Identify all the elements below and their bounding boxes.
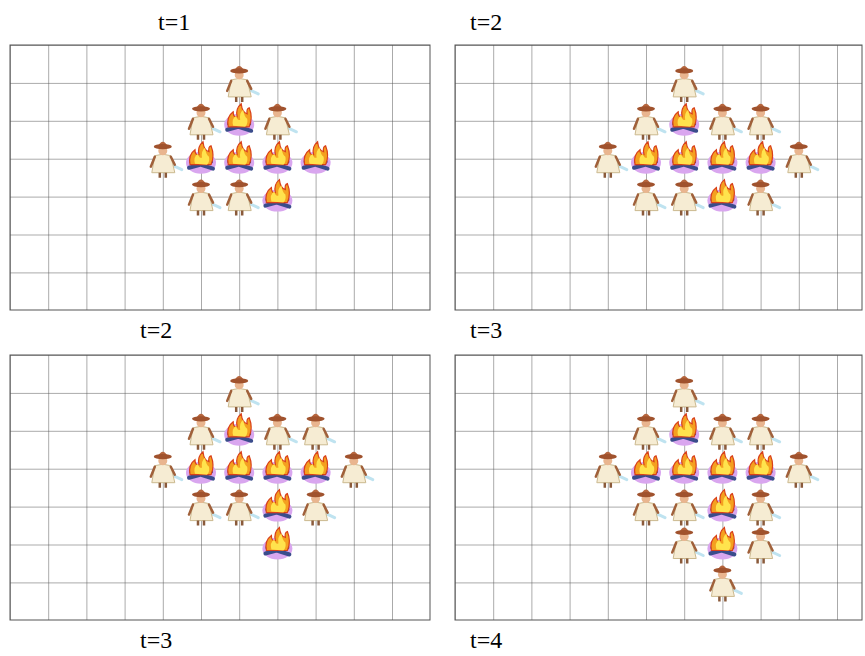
time-label: t=1 [158, 10, 190, 34]
time-label: t=2 [470, 10, 502, 34]
time-label: t=2 [140, 318, 172, 342]
time-label: t=4 [470, 628, 502, 652]
time-label: t=3 [140, 628, 172, 652]
time-label: t=3 [470, 318, 502, 342]
